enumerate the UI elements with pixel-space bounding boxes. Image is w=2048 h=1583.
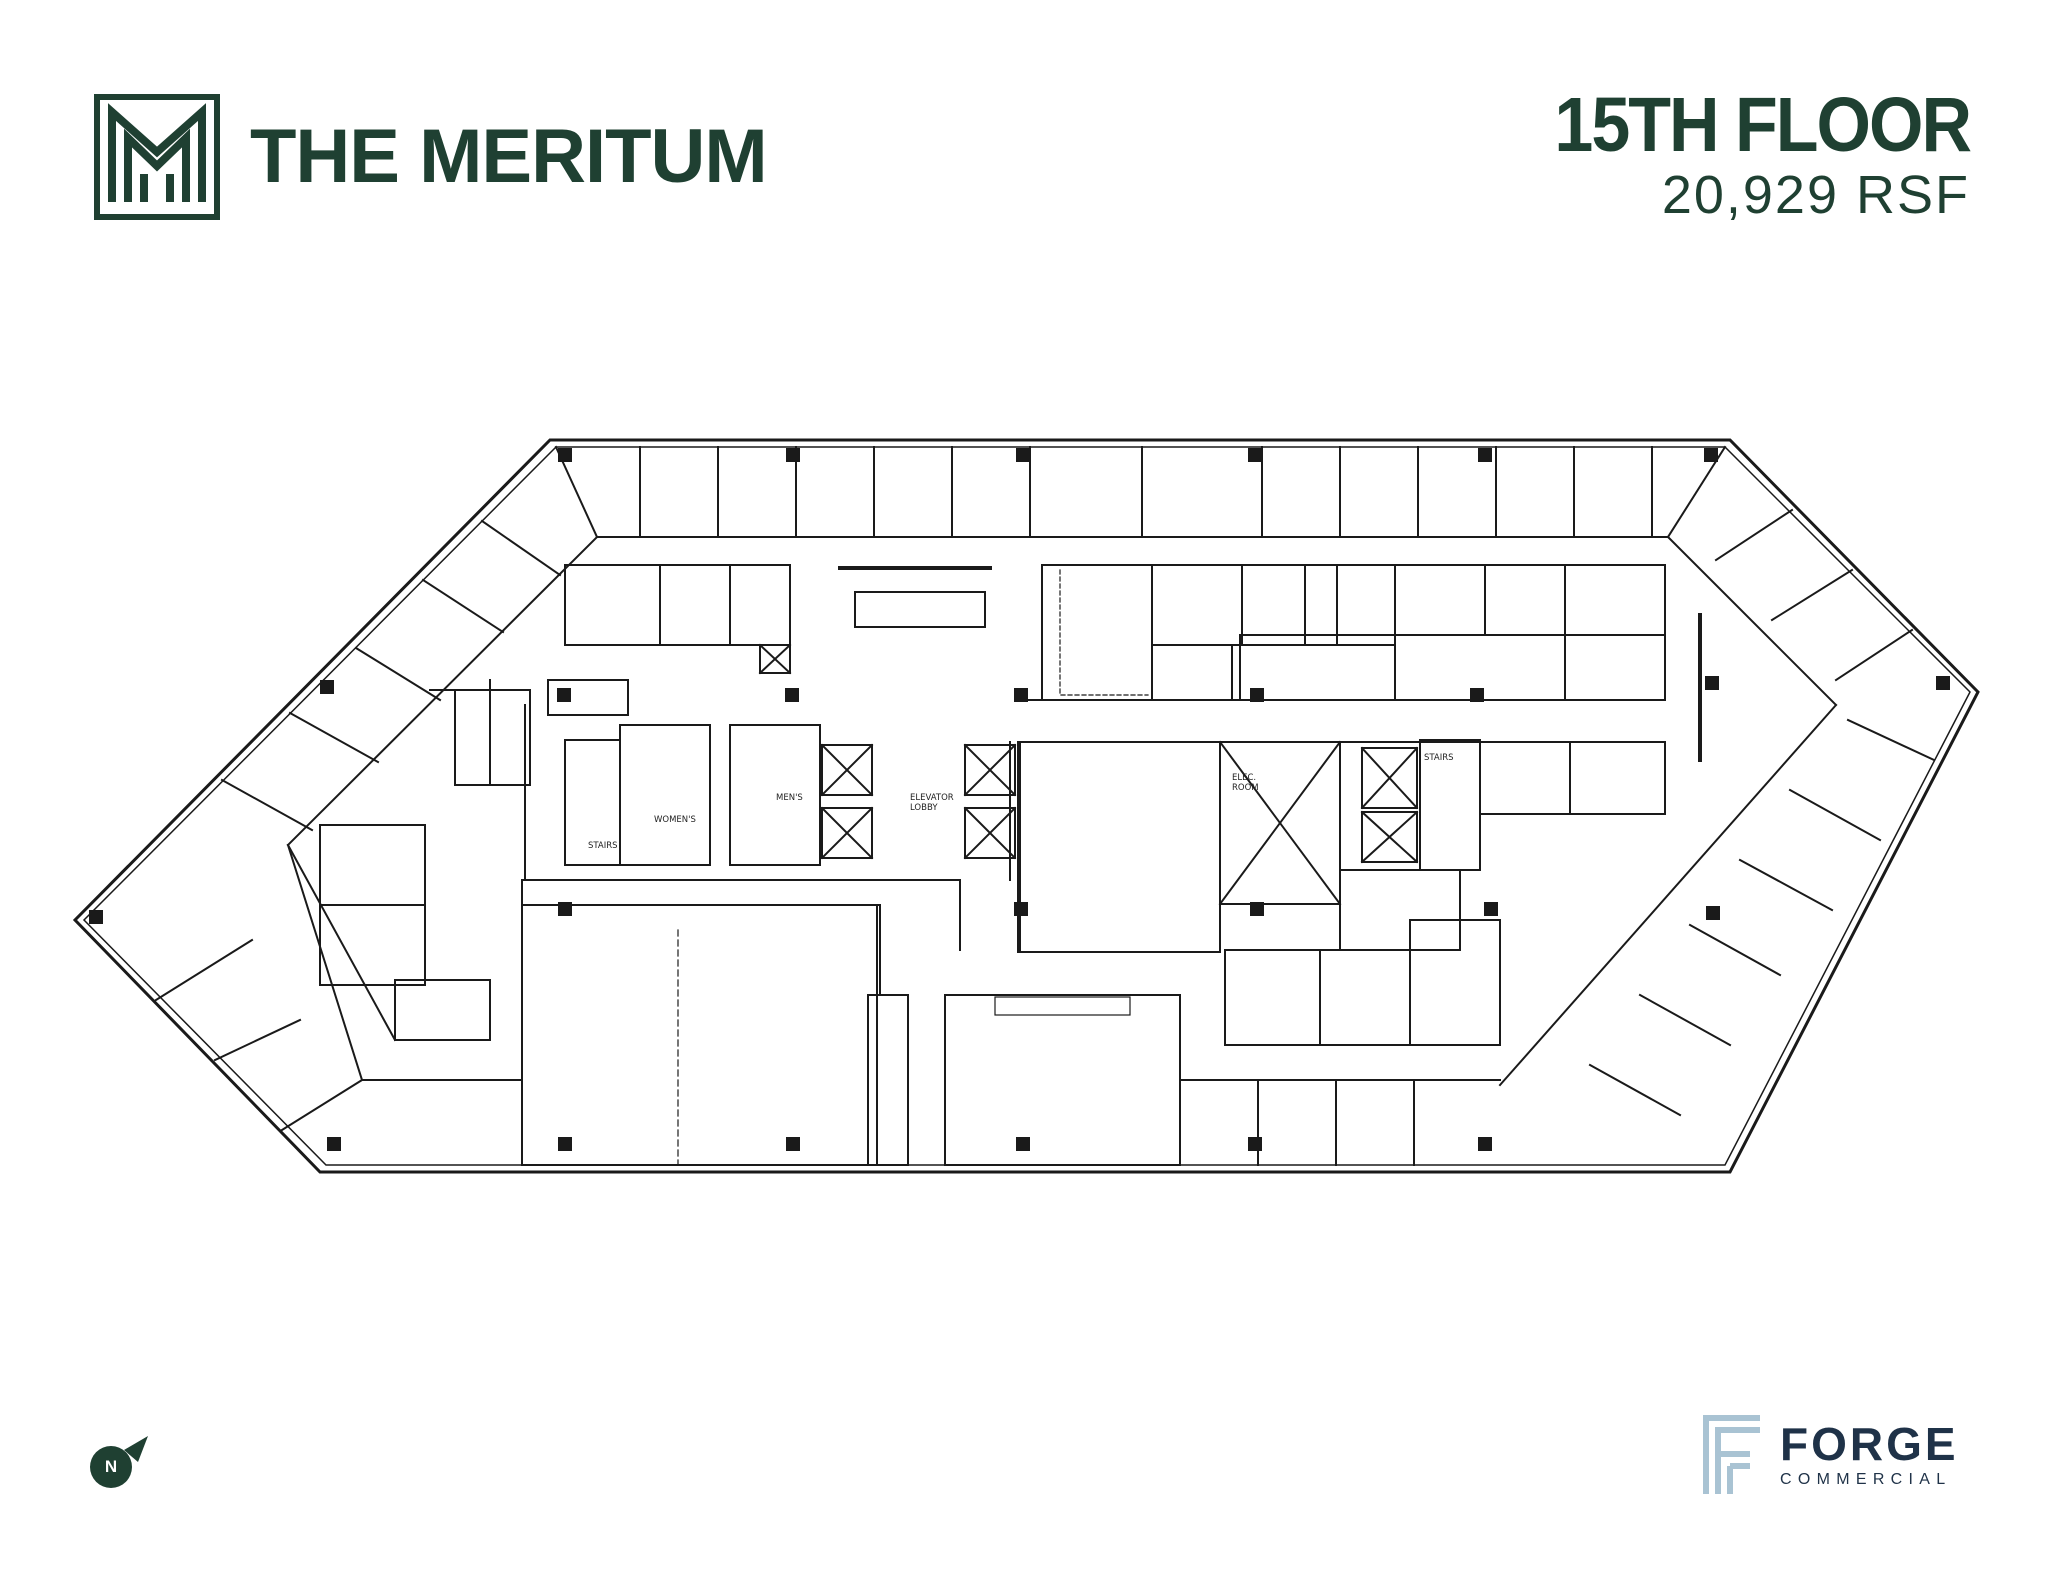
floor-info: 15TH FLOOR 20,929 RSF bbox=[1554, 81, 1972, 225]
exterior-wall-outer bbox=[72, 438, 1980, 1174]
forge-brand: FORGE COMMERCIAL bbox=[1700, 1414, 1959, 1496]
northeast-offices bbox=[1666, 445, 1914, 707]
south-open-areas bbox=[521, 904, 1181, 1166]
south-offices bbox=[361, 1079, 1501, 1166]
southwest-offices bbox=[154, 843, 364, 1132]
rentable-area: 20,929 RSF bbox=[1661, 165, 1970, 225]
reception-desk bbox=[854, 591, 986, 628]
meritum-brand: THE MERITUM bbox=[94, 94, 768, 220]
label-elec-room-2: ROOM bbox=[1232, 783, 1259, 793]
west-elevators bbox=[820, 743, 1017, 860]
label-stairs-west: STAIRS bbox=[588, 841, 618, 851]
west-core bbox=[319, 564, 821, 1041]
forge-name: FORGE bbox=[1780, 1418, 1959, 1470]
north-letter: N bbox=[90, 1446, 132, 1488]
structural-columns bbox=[89, 448, 1950, 1151]
brand-name: THE MERITUM bbox=[250, 114, 768, 199]
label-elevator-lobby-2: LOBBY bbox=[910, 803, 938, 813]
room-labels: ELEVATOR LOBBY WOMEN'S MEN'S STAIRS STAI… bbox=[588, 753, 1454, 851]
corridors bbox=[286, 679, 1019, 1042]
label-mens: MEN'S bbox=[776, 793, 803, 803]
label-stairs-east: STAIRS bbox=[1424, 753, 1454, 763]
meritum-logo-icon bbox=[94, 94, 220, 220]
label-womens: WOMEN'S bbox=[654, 815, 696, 825]
north-offices bbox=[596, 446, 1669, 538]
north-arrow-icon: N bbox=[90, 1434, 156, 1500]
floor-title: 15TH FLOOR bbox=[1554, 81, 1972, 168]
forge-logo-icon bbox=[1703, 1415, 1760, 1494]
label-elec-room-1: ELEC. bbox=[1232, 773, 1256, 783]
northwest-offices bbox=[220, 445, 599, 847]
forge-subtitle: COMMERCIAL bbox=[1780, 1471, 1952, 1488]
label-elevator-lobby-1: ELEVATOR bbox=[910, 793, 954, 803]
southeast-offices bbox=[1498, 703, 1936, 1117]
